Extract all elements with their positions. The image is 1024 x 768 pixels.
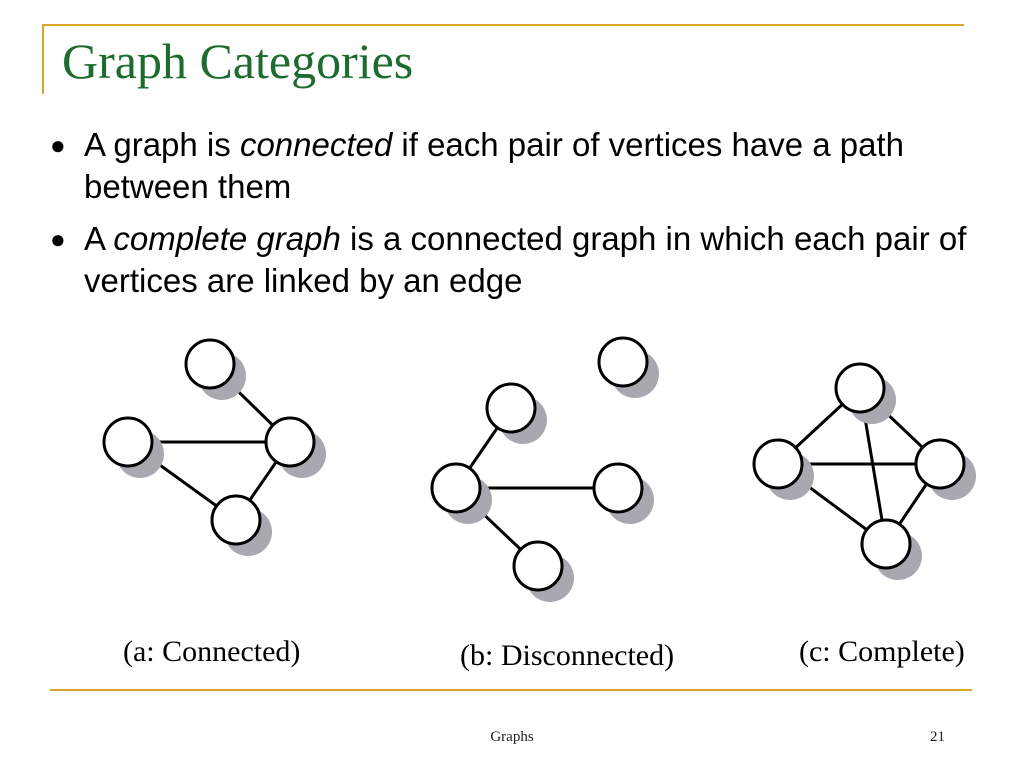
graph-node (264, 416, 316, 468)
caption-connected: (a: Connected) (123, 635, 301, 668)
bullet-item-complete: ● A complete graph is a connected graph … (48, 218, 968, 302)
caption-complete: (c: Complete) (799, 635, 965, 668)
graph-disconnected (430, 336, 659, 602)
graph-nodes (752, 362, 966, 570)
caption-disconnected: (b: Disconnected) (460, 639, 675, 672)
slide-title: Graph Categories (62, 33, 414, 89)
graph-node (592, 462, 644, 514)
graph-connected (102, 338, 326, 556)
bullet-text: is a connected graph in which each pair … (84, 220, 967, 299)
bullet-dot-icon: ● (50, 130, 66, 160)
graph-diagrams (102, 336, 976, 602)
graph-node (834, 362, 886, 414)
graph-node (430, 462, 482, 514)
graph-nodes (102, 338, 316, 546)
bottom-rule (50, 689, 972, 691)
graph-node (102, 416, 154, 468)
graph-node (860, 518, 912, 570)
bullet-dot-icon: ● (50, 224, 66, 254)
bullet-list: ● A graph is connected if each pair of v… (48, 124, 968, 312)
graph-node (512, 540, 564, 592)
graph-node (210, 494, 262, 546)
graph-node (597, 336, 649, 388)
bullet-text: if each pair of vertices have a path bet… (84, 126, 905, 205)
graph-node (485, 382, 537, 434)
graph-node (914, 438, 966, 490)
emphasis-term: connected (239, 126, 393, 163)
graph-complete (752, 362, 976, 580)
graph-nodes (430, 336, 649, 592)
bullet-item-connected: ● A graph is connected if each pair of v… (48, 124, 968, 208)
footer-title: Graphs (490, 729, 534, 745)
top-rule (42, 24, 964, 26)
emphasis-term: complete graph (113, 220, 341, 257)
left-accent-rule (42, 24, 44, 94)
graph-node (752, 438, 804, 490)
bullet-text: A graph is (84, 126, 240, 163)
page-number: 21 (930, 729, 945, 745)
bullet-text: A (84, 220, 114, 257)
graph-node (184, 338, 236, 390)
